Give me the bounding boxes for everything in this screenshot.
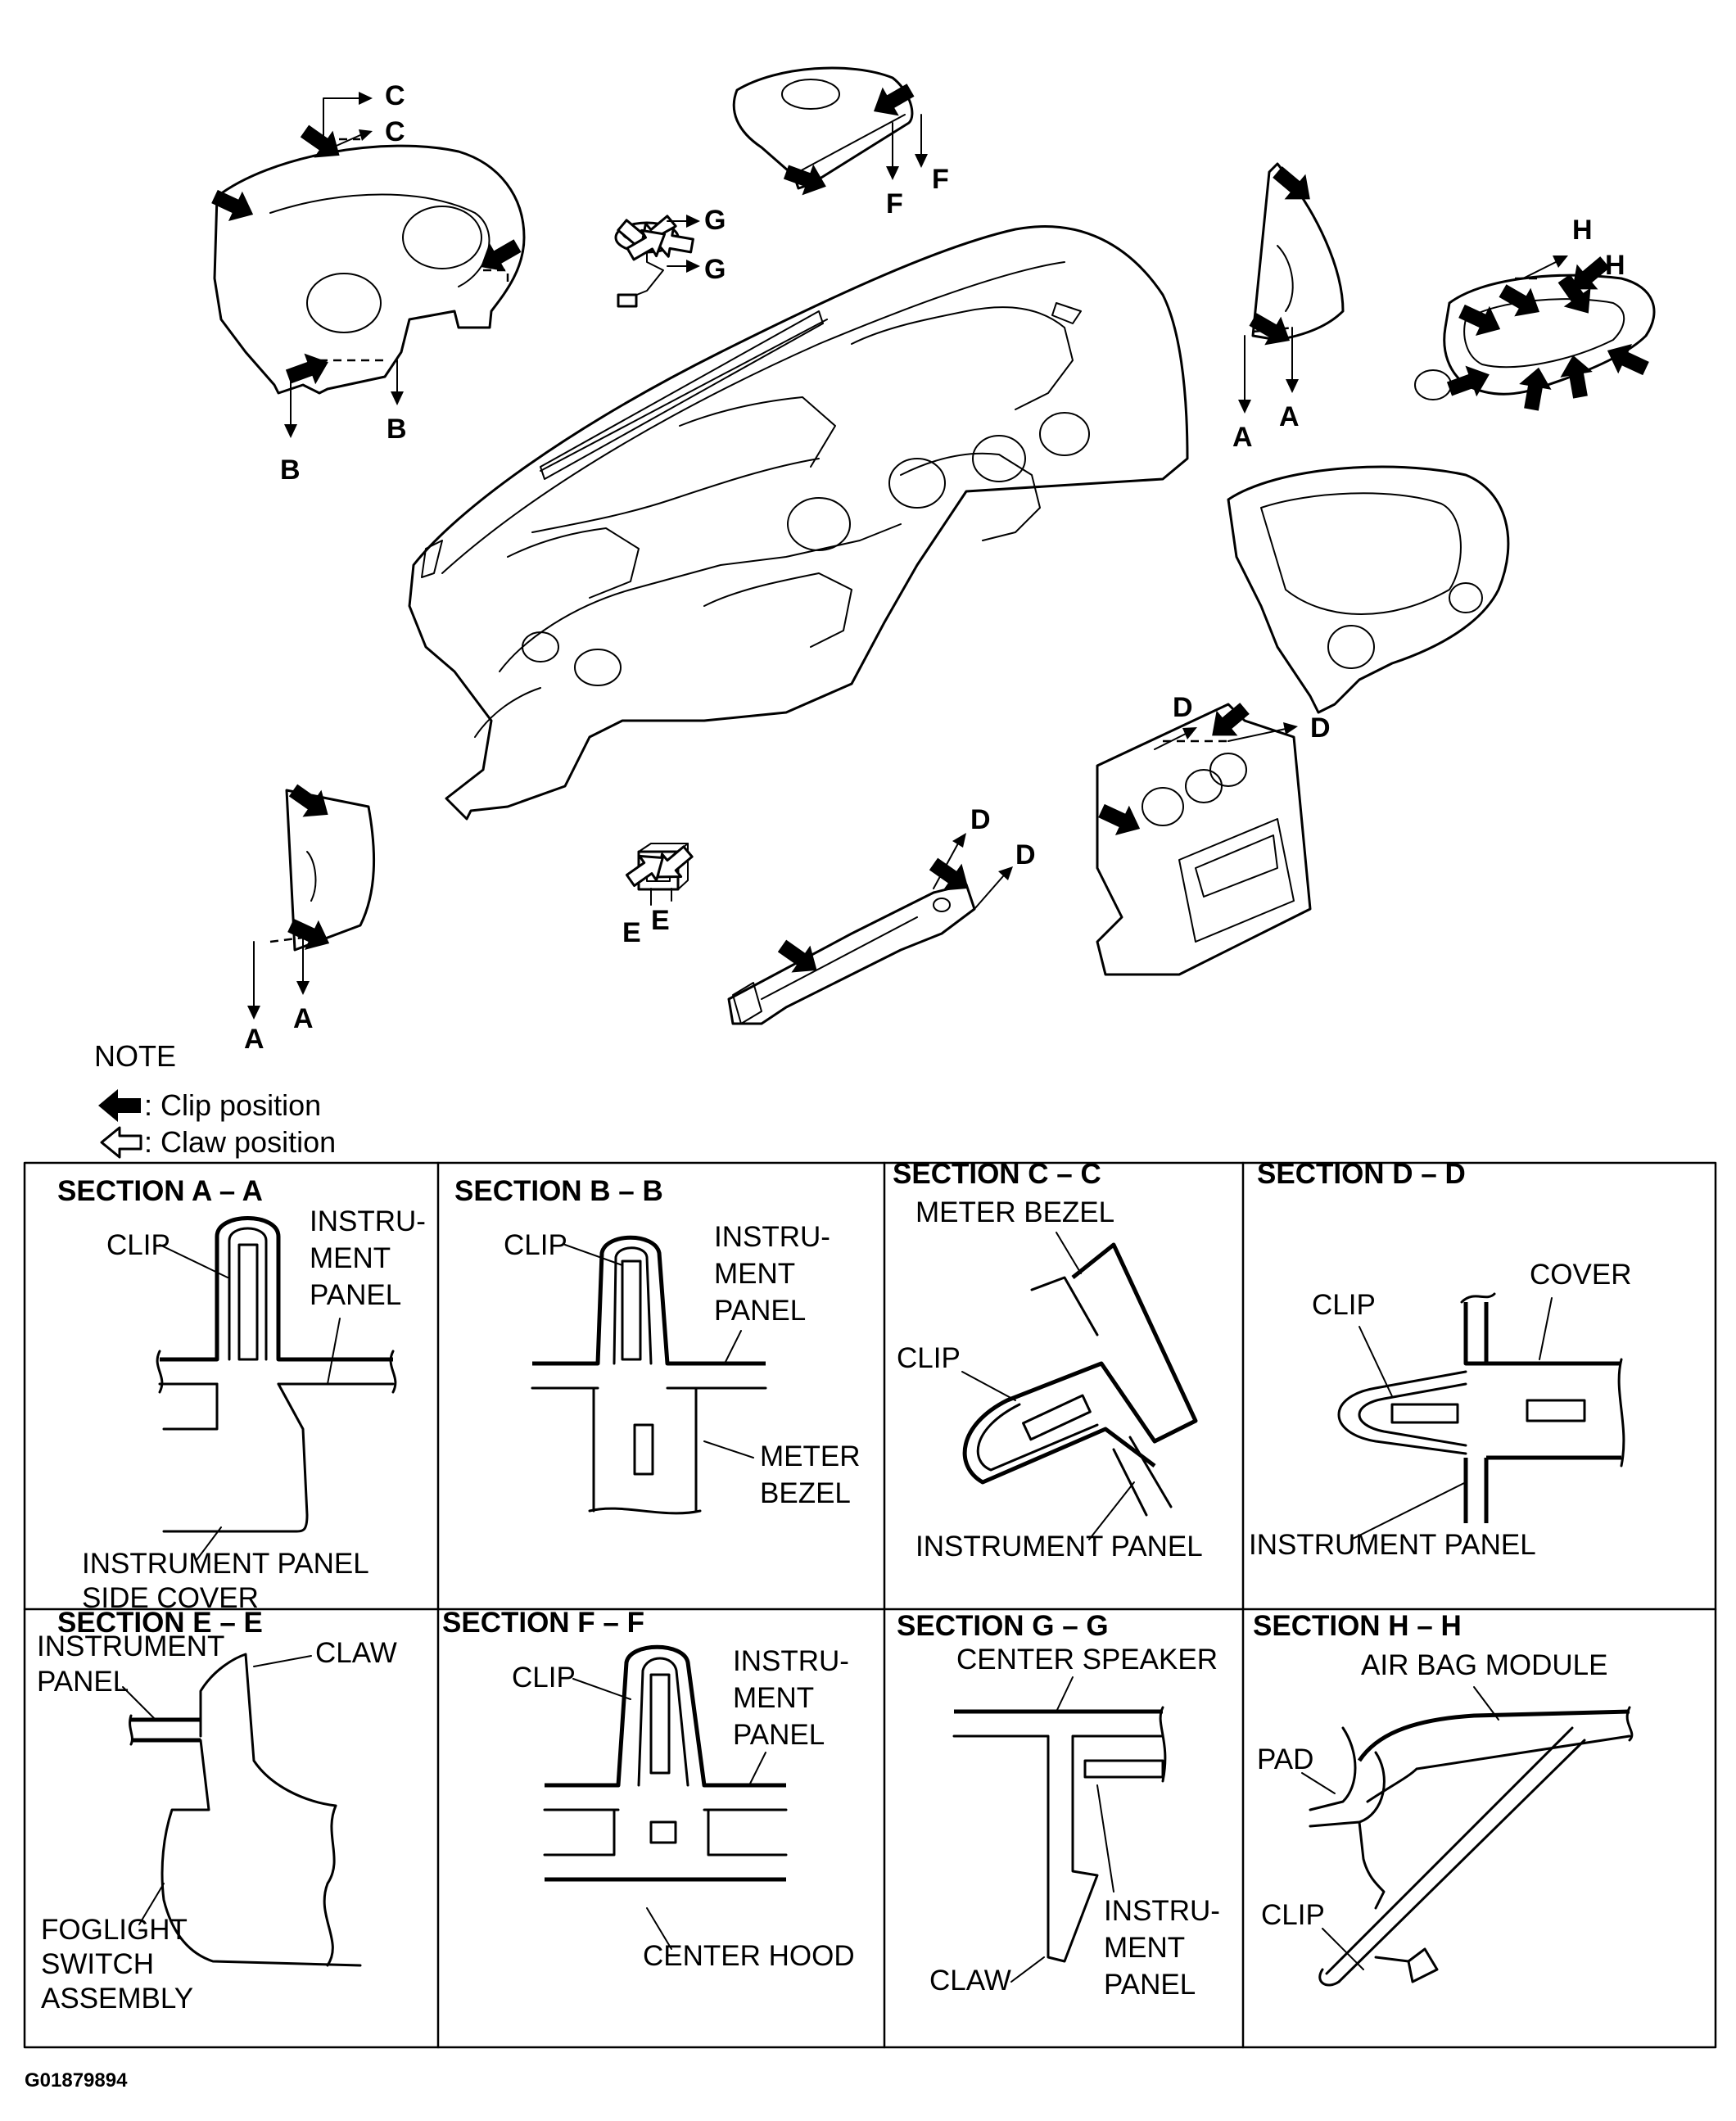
section-c-bezel-label: METER BEZEL xyxy=(915,1196,1114,1228)
section-a-panel-label-2: MENT xyxy=(310,1242,391,1274)
letter-a-3: A xyxy=(244,1024,264,1055)
letter-h-1: H xyxy=(1572,215,1593,246)
legend-note: NOTE : Clip position : Claw position xyxy=(94,1039,336,1159)
meter-cover-part xyxy=(1227,465,1510,714)
section-d-cover-label: COVER xyxy=(1530,1259,1631,1291)
section-h-title: SECTION H – H xyxy=(1253,1610,1462,1642)
note-claw-text: : Claw position xyxy=(144,1125,336,1159)
section-a-cover-label-2: SIDE COVER xyxy=(82,1582,259,1614)
letter-g-1: G xyxy=(704,205,726,236)
note-title: NOTE xyxy=(94,1039,176,1073)
section-h-h: SECTION H – H AIR BAG MODULE PAD CLIP xyxy=(1253,1610,1634,1987)
section-e-title: SECTION E – E xyxy=(57,1607,263,1639)
section-d-title: SECTION D – D xyxy=(1257,1158,1466,1190)
section-f-panel-label-1: INSTRU- xyxy=(733,1645,849,1677)
section-f-panel-label-3: PANEL xyxy=(733,1719,825,1751)
letter-b-1: B xyxy=(280,454,301,486)
letter-a-1: A xyxy=(1232,422,1253,453)
section-e-panel-label-1: INSTRUMENT xyxy=(37,1630,224,1662)
section-b-bezel-label-1: METER xyxy=(760,1440,861,1472)
section-e-switch-label-1: FOGLIGHT xyxy=(41,1914,188,1946)
section-d-panel-label: INSTRUMENT PANEL xyxy=(1249,1529,1536,1561)
section-a-title: SECTION A – A xyxy=(57,1175,263,1207)
letter-c-1: C xyxy=(385,80,405,111)
section-g-g: SECTION G – G CENTER SPEAKER CLAW INSTRU… xyxy=(897,1610,1220,2001)
section-c-c: SECTION C – C METER BEZEL CLIP INSTRUMEN… xyxy=(893,1158,1203,1562)
section-g-title: SECTION G – G xyxy=(897,1610,1109,1642)
section-b-panel-label-2: MENT xyxy=(714,1258,795,1290)
section-g-claw-label: CLAW xyxy=(929,1965,1011,1997)
section-f-clip-label: CLIP xyxy=(512,1662,576,1694)
section-b-panel-label-1: INSTRU- xyxy=(714,1221,830,1253)
section-cut-markers xyxy=(247,92,1568,1020)
section-e-switch-label-3: ASSEMBLY xyxy=(41,1983,193,2015)
letter-d-3: D xyxy=(970,804,991,835)
section-b-bezel-label-2: BEZEL xyxy=(760,1477,851,1509)
letter-a-4: A xyxy=(293,1003,314,1034)
center-hood-part xyxy=(732,66,914,190)
side-cover-left xyxy=(269,789,376,952)
meter-bezel-part xyxy=(213,138,526,395)
section-e-claw-label: CLAW xyxy=(315,1637,397,1669)
letter-f-2: F xyxy=(932,164,949,195)
letter-a-2: A xyxy=(1279,401,1300,432)
letter-d-4: D xyxy=(1015,839,1036,871)
letter-e-2: E xyxy=(651,905,670,936)
section-a-a: SECTION A – A CLIP INSTRU- MENT PANEL IN… xyxy=(57,1175,426,1614)
section-f-title: SECTION F – F xyxy=(442,1607,644,1639)
section-e-switch-label-2: SWITCH xyxy=(41,1948,154,1980)
section-c-title: SECTION C – C xyxy=(893,1158,1101,1190)
section-e-e: SECTION E – E INSTRUMENT PANEL CLAW FOGL… xyxy=(37,1607,397,2015)
exploded-view: C C B B G G F F H H A A A A D D D D E E xyxy=(207,66,1656,1055)
section-h-pad-label: PAD xyxy=(1257,1743,1313,1775)
dashboard-main-panel xyxy=(408,225,1189,821)
section-b-b: SECTION B – B CLIP INSTRU- MENT PANEL ME… xyxy=(454,1175,861,1515)
section-a-panel-label-3: PANEL xyxy=(310,1279,401,1311)
section-e-panel-label-2: PANEL xyxy=(37,1666,129,1698)
section-b-clip-label: CLIP xyxy=(504,1229,567,1261)
letter-e-1: E xyxy=(622,917,641,948)
section-d-d: SECTION D – D COVER CLIP INSTRUMENT PANE… xyxy=(1249,1158,1631,1561)
note-clip-text: : Clip position xyxy=(144,1088,321,1122)
section-f-hood-label: CENTER HOOD xyxy=(643,1940,855,1972)
letter-b-2: B xyxy=(387,414,407,445)
section-letter-labels: C C B B G G F F H H A A A A D D D D E E xyxy=(244,80,1625,1055)
section-b-panel-label-3: PANEL xyxy=(714,1295,806,1327)
section-g-panel-label-2: MENT xyxy=(1104,1932,1185,1964)
section-a-panel-label-1: INSTRU- xyxy=(310,1205,426,1237)
letter-c-2: C xyxy=(385,116,405,147)
section-g-panel-label-3: PANEL xyxy=(1104,1969,1196,2001)
section-grid xyxy=(23,1161,1717,2049)
section-c-panel-label: INSTRUMENT PANEL xyxy=(915,1531,1203,1562)
section-f-f: SECTION F – F CLIP INSTRU- MENT PANEL CE… xyxy=(442,1607,855,1972)
letter-d-2: D xyxy=(1310,712,1331,744)
section-g-speaker-label: CENTER SPEAKER xyxy=(956,1644,1218,1676)
section-c-clip-label: CLIP xyxy=(897,1342,961,1374)
section-d-clip-label: CLIP xyxy=(1312,1289,1376,1321)
section-a-cover-label-1: INSTRUMENT PANEL xyxy=(82,1548,369,1580)
letter-f-1: F xyxy=(886,188,903,219)
letter-d-1: D xyxy=(1173,692,1193,723)
section-f-panel-label-2: MENT xyxy=(733,1682,814,1714)
lower-trim-part xyxy=(727,883,976,1025)
center-panel-part xyxy=(1096,703,1312,976)
section-h-clip-label: CLIP xyxy=(1261,1899,1325,1931)
section-g-panel-label-1: INSTRU- xyxy=(1104,1895,1220,1927)
section-h-airbag-label: AIR BAG MODULE xyxy=(1361,1649,1607,1681)
letter-g-2: G xyxy=(704,254,726,285)
section-b-title: SECTION B – B xyxy=(454,1175,663,1207)
figure-code: G01879894 xyxy=(25,2069,128,2092)
letter-h-2: H xyxy=(1605,250,1625,281)
